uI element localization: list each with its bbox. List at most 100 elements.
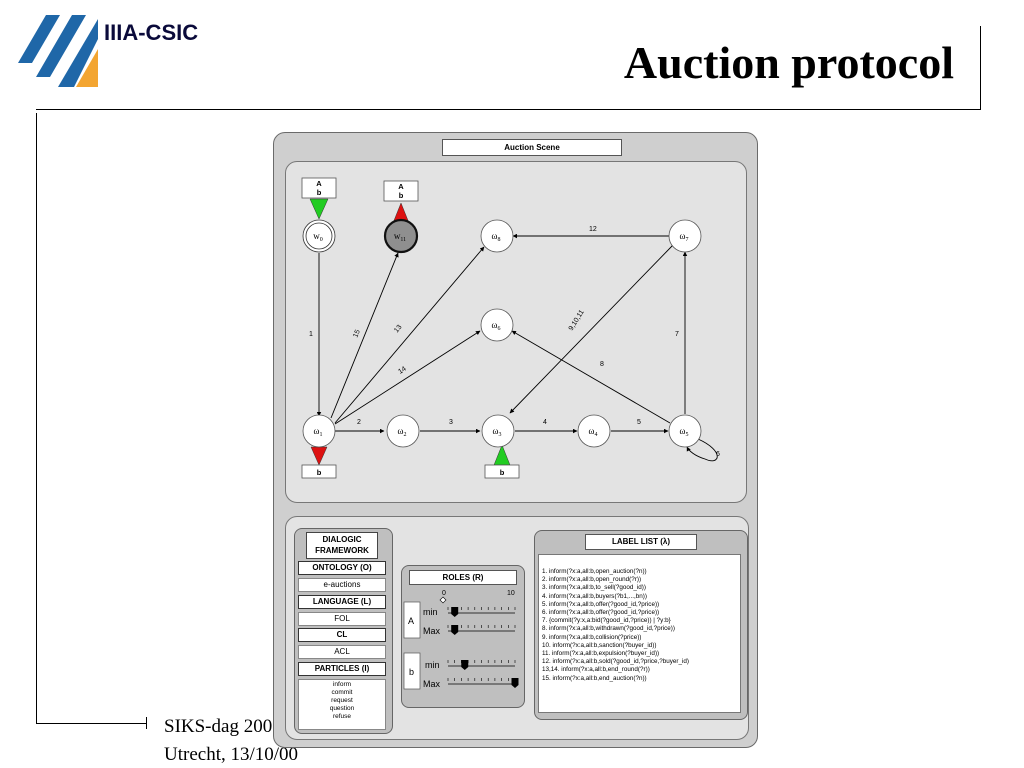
role-b-box <box>403 652 421 690</box>
cl-field[interactable]: ACL <box>298 645 386 659</box>
particles-header: PARTICLES (I) <box>298 662 386 676</box>
language-field[interactable]: FOL <box>298 612 386 626</box>
label-list-item[interactable]: 15. inform(?x:a,all:b,end_auction(?n)) <box>542 674 647 682</box>
state-w8-sub: 8 <box>497 237 500 243</box>
state-w4[interactable]: ω4 <box>577 414 611 448</box>
ontology-field[interactable]: e-auctions <box>298 578 386 592</box>
particle-item[interactable]: refuse <box>332 713 352 720</box>
state-w1-sub: 1 <box>319 432 322 438</box>
state-w3[interactable]: ω3 <box>481 414 515 448</box>
roles-sliders: 0 10 A min Max b min Max <box>403 590 519 690</box>
w11-role-top: A <box>398 182 404 191</box>
label-list-item[interactable]: 10. inform(?x:a,all:b,sanction(?buyer_id… <box>542 641 657 649</box>
svg-text:ω6: ω6 <box>492 320 501 332</box>
scene-title: Auction Scene <box>442 139 622 156</box>
slide-title: Auction protocol <box>623 37 954 88</box>
label-list-item[interactable]: 12. inform(?x:a,all:b,sold(?good_id,?pri… <box>542 658 690 666</box>
role-a-label: A <box>408 616 414 626</box>
state-w5[interactable]: ω5 <box>668 414 702 448</box>
svg-text:w0: w0 <box>313 231 323 243</box>
svg-text:ω1: ω1 <box>314 426 323 438</box>
role-b-label: b <box>409 667 414 677</box>
particle-item[interactable]: request <box>331 697 353 704</box>
edge-15[interactable] <box>330 252 399 419</box>
state-w11-label: w <box>394 231 401 241</box>
state-w7-label: ω <box>680 231 686 241</box>
left-vertical-rule <box>36 113 37 724</box>
dialogic-title-line1: DIALOGIC <box>322 535 362 544</box>
state-w1[interactable]: ω1 <box>302 414 336 448</box>
label-list-item[interactable]: 1. inform(?x:a,all:b,open_auction(?n)) <box>542 568 647 575</box>
particles-list[interactable]: inform commit request question refuse <box>298 679 386 730</box>
label-list-item[interactable]: 3. inform(?x:a,all:b,to_sell(?good_id)) <box>542 584 646 592</box>
state-w3-sub: 3 <box>498 432 501 438</box>
label-list-item[interactable]: 6. inform(?x:a,all:b,offer(?good_id,?pri… <box>542 609 660 617</box>
state-w0-label: w <box>313 231 320 241</box>
edge-label-13: 13 <box>393 324 403 335</box>
state-w7[interactable]: ω7 <box>668 219 702 253</box>
particle-item[interactable]: inform <box>332 681 352 688</box>
role-b-max-label: Max <box>423 679 441 689</box>
label-list-item[interactable]: 5. inform(?x:a,all:b,offer(?good_id,?pri… <box>542 600 660 608</box>
w1-role-label: b <box>317 468 322 477</box>
w3-entry-green-arrow <box>493 444 511 466</box>
state-w4-sub: 4 <box>594 432 597 438</box>
w3-role-box <box>484 464 520 479</box>
edge-label-12: 12 <box>589 226 597 233</box>
svg-text:ω7: ω7 <box>680 231 689 243</box>
title-right-bar <box>980 26 981 110</box>
label-list[interactable]: 1. inform(?x:a,all:b,open_auction(?n)) 2… <box>538 554 741 713</box>
role-a-max-slider-knob[interactable] <box>451 625 459 635</box>
edge-8[interactable] <box>511 330 671 424</box>
state-w2[interactable]: ω2 <box>386 414 420 448</box>
footer-rule-tick <box>146 717 147 729</box>
scale-zero-marker-icon <box>439 596 447 604</box>
edge-14[interactable] <box>334 330 481 425</box>
edge-label-15: 15 <box>352 329 361 339</box>
state-w8-label: ω <box>492 231 498 241</box>
label-list-item[interactable]: 13,14. inform(?x:a,all:b,end_round(?r)) <box>542 666 650 674</box>
state-w0-sub: 0 <box>320 237 323 243</box>
edge-label-8: 8 <box>600 361 604 368</box>
w1-exit-red-arrow <box>310 446 328 466</box>
svg-text:ω2: ω2 <box>398 426 407 438</box>
footer-rule <box>36 723 146 724</box>
role-b-min-slider-knob[interactable] <box>461 660 469 670</box>
label-list-title: LABEL LIST (λ) <box>585 534 697 550</box>
role-b-max-slider-knob[interactable] <box>511 678 519 688</box>
language-header: LANGUAGE (L) <box>298 595 386 609</box>
role-a-min-slider-knob[interactable] <box>451 607 459 617</box>
label-list-item[interactable]: 4. inform(?x:a,all:b,buyers(?b1,...,bn)) <box>542 592 647 600</box>
label-list-item[interactable]: 8. inform(?x:a,all:b,withdrawn(?good_id,… <box>542 625 675 633</box>
state-w0[interactable]: w0 <box>302 219 336 253</box>
state-w3-label: ω <box>493 426 499 436</box>
footer-line-1: SIKS-dag 200 <box>164 716 273 737</box>
state-w2-sub: 2 <box>403 432 406 438</box>
footer-line-2: Utrecht, 13/10/00 <box>164 744 299 765</box>
edge-label-6: 6 <box>716 451 720 458</box>
label-list-item[interactable]: 7. {commit(?y:x,a:bid(?good_id,?price)) … <box>542 617 671 625</box>
svg-text:ω3: ω3 <box>493 426 502 438</box>
edge-label-3: 3 <box>449 419 453 426</box>
w11-role-box <box>383 180 419 202</box>
state-w8[interactable]: ω8 <box>480 219 514 253</box>
particle-item[interactable]: question <box>329 705 355 712</box>
state-w6[interactable]: ω6 <box>480 308 514 342</box>
svg-text:w11: w11 <box>394 231 406 243</box>
org-name: IIIA-CSIC <box>104 20 199 45</box>
edge-label-14: 14 <box>397 366 407 376</box>
edge-9-10-11[interactable] <box>509 244 674 414</box>
state-w2-label: ω <box>398 426 404 436</box>
role-a-max-label: Max <box>423 626 441 636</box>
edge-label-1: 1 <box>309 331 313 338</box>
label-list-item[interactable]: 9. inform(?x:a,all:b,collision(?price)) <box>542 633 642 641</box>
state-w11[interactable]: w11 <box>383 218 419 254</box>
label-list-item[interactable]: 11. inform(?x:a,all:b,expulsion(?buyer_i… <box>542 650 660 658</box>
label-list-item[interactable]: 2. inform(?x:a,all:b,open_round(?r)) <box>542 576 642 584</box>
edge-13[interactable] <box>334 246 485 424</box>
edge-6[interactable] <box>686 438 718 462</box>
particle-item[interactable]: commit <box>331 689 353 696</box>
w0-role-bottom: b <box>317 188 322 197</box>
svg-text:ω4: ω4 <box>589 426 598 438</box>
state-w5-sub: 5 <box>685 432 688 438</box>
